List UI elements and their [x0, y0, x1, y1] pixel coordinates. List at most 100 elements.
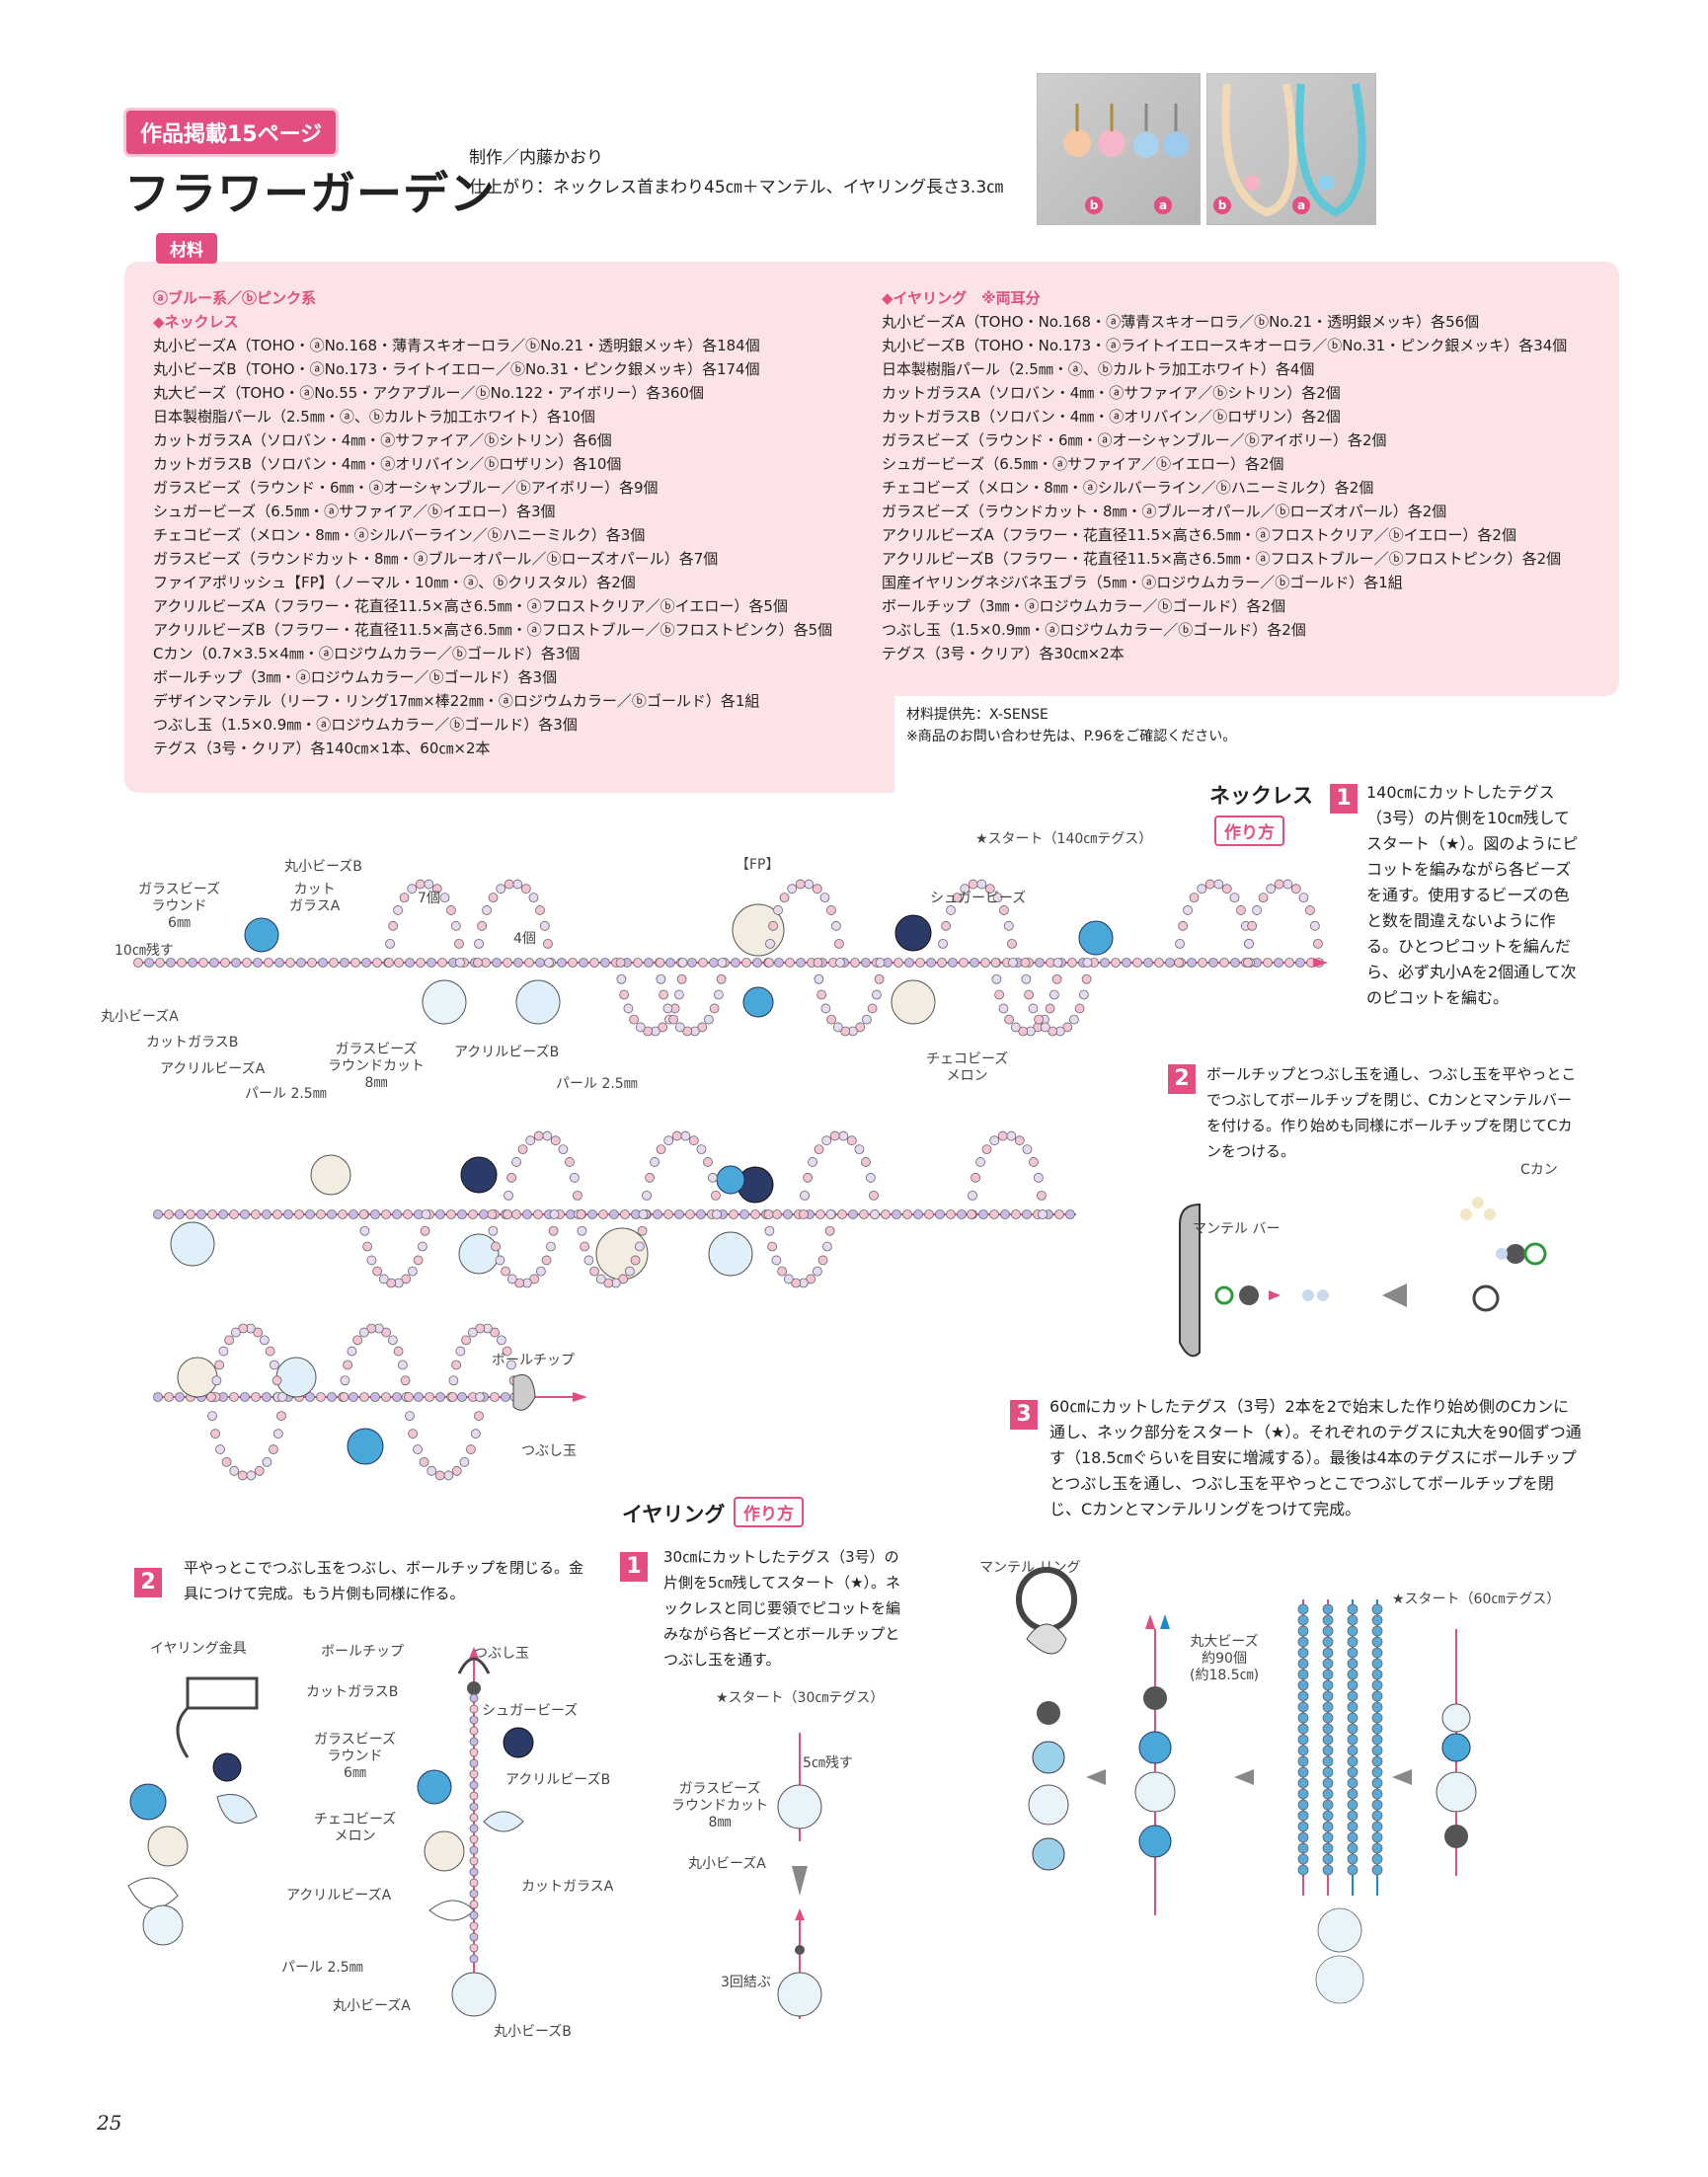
materials-left: ⓐブルー系／ⓑピンク系 ◆ネックレス 丸小ビーズA（TOHO・ⓐNo.168・薄… [153, 286, 832, 760]
seed-bead [871, 989, 882, 1000]
material-item: アクリルビーズB（フラワー・花直径11.5×高さ6.5㎜・ⓐフロストブルー／ⓑフ… [153, 621, 833, 639]
seed-bead [696, 1209, 706, 1219]
seed-bead [238, 1323, 249, 1334]
seed-bead [696, 1144, 707, 1155]
seed-bead [674, 1022, 685, 1033]
seed-bead [579, 958, 588, 968]
seed-bead [198, 958, 208, 968]
label-cut-a: カット ガラスA [289, 882, 341, 914]
seed-bead [329, 958, 339, 968]
seed-bead [1266, 884, 1277, 894]
seed-bead [1347, 1745, 1359, 1756]
step-number: 1 [620, 1552, 648, 1582]
seed-bead [488, 893, 499, 903]
seed-bead [1021, 973, 1032, 984]
seed-bead [469, 1910, 479, 1920]
seed-bead [469, 1693, 479, 1703]
seed-bead [1247, 920, 1258, 931]
seed-bead [1371, 1723, 1383, 1735]
seed-bead [1347, 1712, 1359, 1724]
bead-chain [153, 1209, 1075, 1219]
seed-bead [392, 1209, 402, 1219]
seed-bead [904, 958, 914, 968]
seed-bead [424, 879, 434, 890]
seed-bead [240, 1392, 250, 1402]
seed-bead [1037, 1190, 1047, 1201]
seed-bead [468, 1209, 478, 1219]
page-number: 25 [97, 2111, 122, 2135]
seed-bead [1297, 1603, 1309, 1615]
seed-bead [1322, 1647, 1334, 1659]
seed-bead [361, 958, 371, 968]
seed-bead [1154, 958, 1164, 968]
seed-bead [576, 1209, 586, 1219]
seed-bead [630, 1255, 641, 1266]
seed-bead [1007, 938, 1017, 949]
seed-bead [998, 1003, 1009, 1014]
picot-loops [206, 1323, 520, 1481]
seed-bead [318, 958, 328, 968]
seed-bead [529, 1274, 540, 1284]
seed-bead [1297, 1766, 1309, 1778]
seed-bead [970, 1172, 981, 1183]
earring-finished-illustration [127, 1676, 259, 1946]
seed-bead [496, 884, 506, 894]
seed-bead [569, 1172, 580, 1183]
seed-bead [615, 958, 626, 968]
seed-bead [246, 1470, 257, 1481]
seed-bead [469, 1921, 479, 1931]
necklace-material-list: 丸小ビーズA（TOHO・ⓐNo.168・薄青スキオーロラ／ⓑNo.21・透明銀メ… [153, 334, 832, 760]
label-cut-b: カットガラスB [146, 1035, 239, 1050]
seed-bead [1347, 1723, 1359, 1735]
seed-bead [618, 1274, 629, 1284]
seed-bead [1371, 1712, 1383, 1724]
seed-bead [935, 1209, 945, 1219]
seed-bead [1322, 1864, 1334, 1876]
seed-bead [787, 884, 798, 894]
seed-bead [1322, 1734, 1334, 1746]
seed-bead [1297, 1777, 1309, 1789]
seed-bead [791, 1278, 802, 1288]
seed-bead [765, 938, 775, 949]
seed-bead [808, 1157, 817, 1167]
seed-bead [1052, 958, 1063, 968]
seed-bead [989, 1209, 999, 1219]
seed-bead [1322, 1777, 1334, 1789]
seed-bead [366, 1255, 377, 1266]
seed-bead [633, 958, 643, 968]
seed-bead [677, 958, 688, 968]
seed-bead [892, 1209, 901, 1219]
color-variant-header: ⓐブルー系／ⓑピンク系 [153, 289, 317, 307]
seed-bead [1322, 1799, 1334, 1811]
seed-bead [994, 989, 1005, 1000]
label-small-b-earring: 丸小ビーズB [494, 2024, 572, 2040]
seed-bead [1322, 1821, 1334, 1832]
seed-bead [663, 1135, 674, 1146]
seed-bead [262, 1456, 272, 1467]
seed-bead [242, 958, 252, 968]
seed-bead [524, 958, 534, 968]
seed-bead [1347, 1810, 1359, 1822]
seed-bead [937, 958, 947, 968]
inquiry-line: ※商品のお問い合わせ先は、P.96をご確認ください。 [906, 729, 1237, 744]
seed-bead [1034, 1014, 1045, 1025]
seed-bead [1018, 1026, 1029, 1037]
seed-bead [1198, 958, 1207, 968]
seed-bead [767, 1241, 778, 1252]
material-item: ボールチップ（3㎜・ⓐロジウムカラー／ⓑゴールド）各2個 [882, 597, 1286, 615]
seed-bead [981, 1144, 992, 1155]
seed-bead [403, 1209, 413, 1219]
seed-bead [366, 1323, 377, 1334]
seed-bead [812, 1266, 822, 1277]
seed-bead [557, 958, 567, 968]
label-czech: チェコビーズ メロン [926, 1051, 1009, 1084]
seed-bead [455, 958, 465, 968]
seed-bead [393, 905, 403, 915]
seed-bead [474, 938, 484, 949]
seed-bead [680, 1130, 691, 1141]
seed-bead [865, 1172, 876, 1183]
step-number: 3 [1010, 1400, 1038, 1430]
seed-bead [764, 1225, 775, 1236]
photo-badge: a [1154, 196, 1172, 214]
seed-bead [1189, 893, 1200, 903]
